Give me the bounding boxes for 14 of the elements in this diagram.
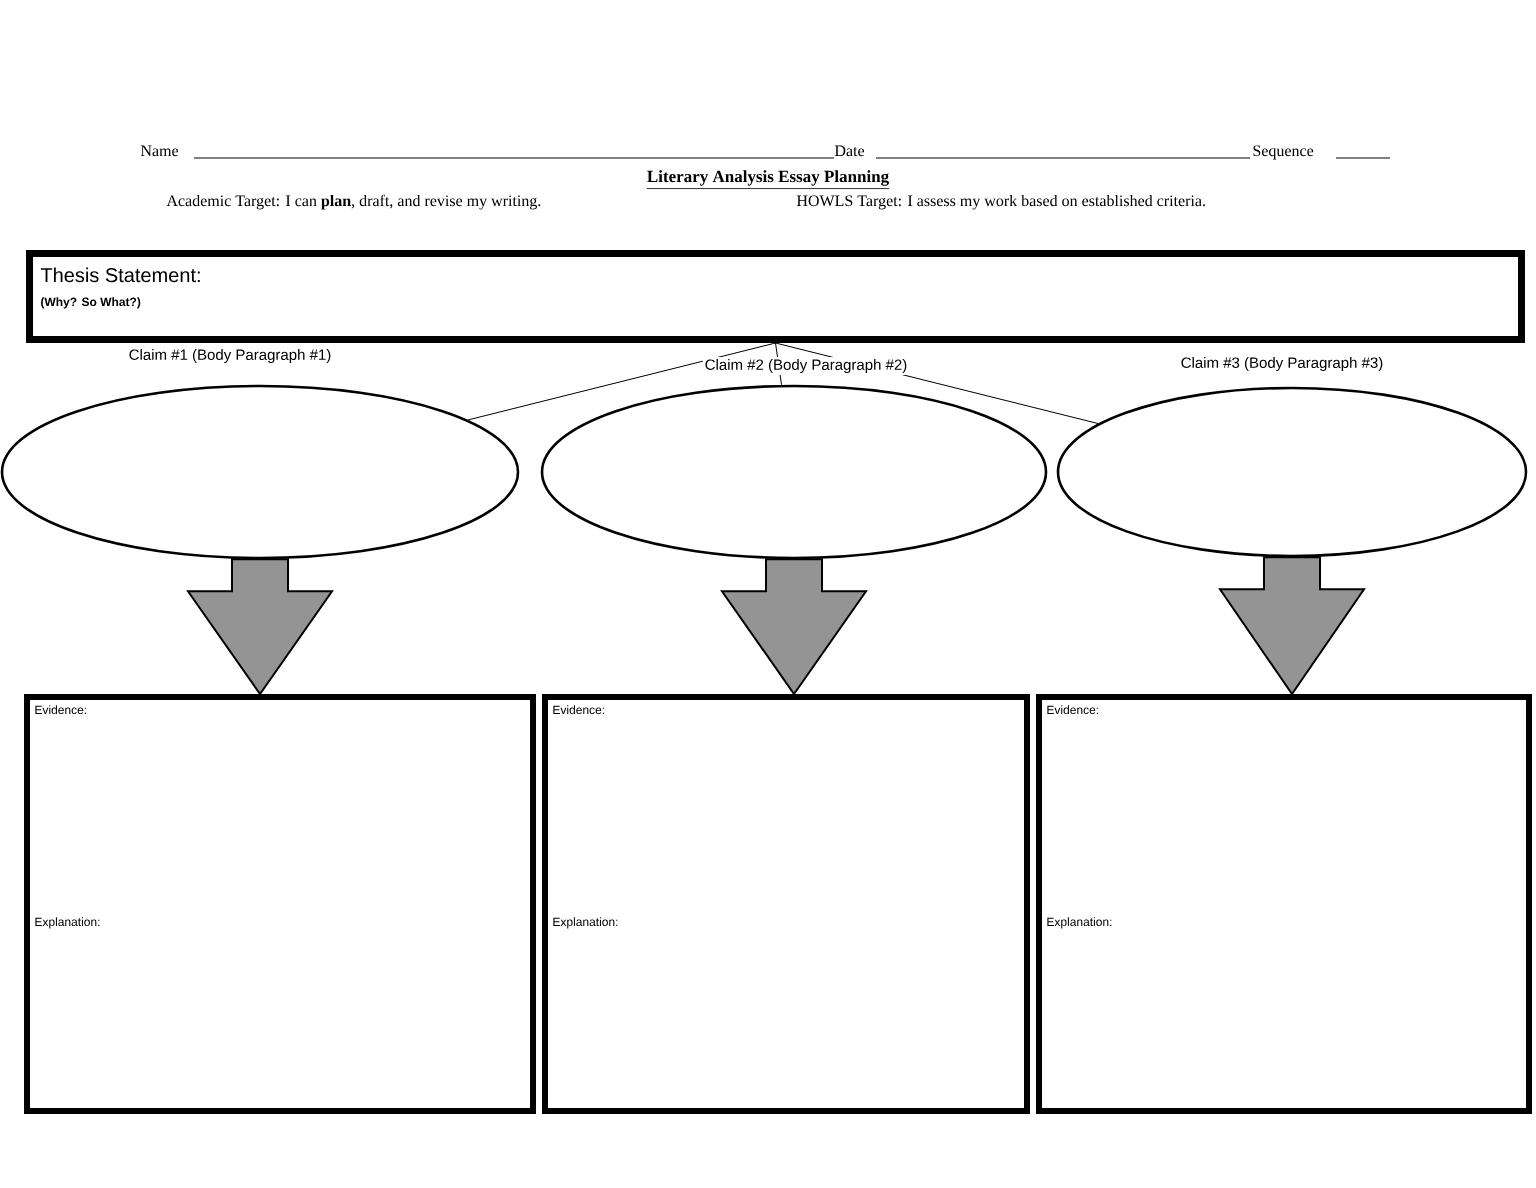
field-label: Sequence <box>1253 145 1314 160</box>
target-statement: HOWLS Target: I assess my work based on established criteria. <box>796 194 1205 210</box>
title: Literary Analysis Essay Planning <box>646 170 890 189</box>
claim-oval <box>1056 386 1528 558</box>
connector-line <box>467 342 776 421</box>
field-label: Date <box>834 145 865 157</box>
box-label: Thesis Statement: <box>40 267 200 283</box>
claim-oval <box>0 384 520 560</box>
block-arrow <box>720 558 868 696</box>
block-arrow <box>1218 556 1366 696</box>
block-arrow <box>186 558 334 696</box>
claim-oval <box>540 384 1048 560</box>
field-label: Name <box>140 145 179 157</box>
target-statement: Academic Target: I can plan, draft, and revise my writing. <box>166 194 541 210</box>
